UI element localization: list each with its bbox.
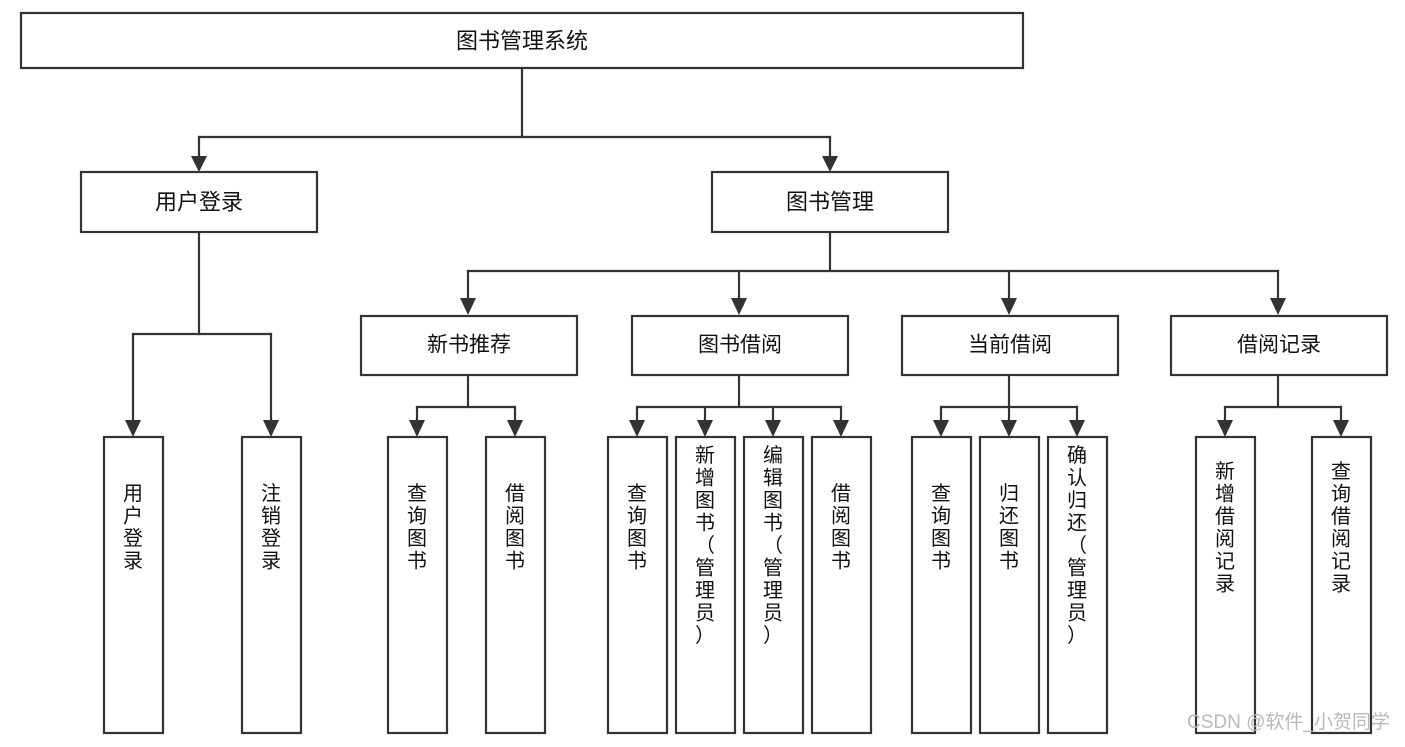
arrow-head-leaf-logout-login [263, 420, 279, 437]
node-borrow-record[interactable]: 借阅记录 [1169, 314, 1389, 377]
arrow-head-user-login [191, 156, 207, 172]
node-borrow-record-box[interactable] [1169, 314, 1389, 377]
arrow-head-leaf-user-login [125, 420, 141, 437]
arrow-head-leaf-query-book-1 [409, 420, 425, 437]
node-user-login-label: 用户登录 [155, 190, 243, 215]
arrow-head-leaf-edit-book [765, 420, 781, 437]
leaf-query-book-3-box[interactable] [910, 435, 973, 735]
node-new-book-recommend[interactable]: 新书推荐 [359, 314, 579, 377]
node-book-borrow[interactable]: 图书借阅 [630, 314, 850, 377]
arrow-head-leaf-add-record [1217, 420, 1233, 437]
leaf-borrow-book-2[interactable]: 借阅图书 [810, 435, 873, 735]
arrow-head-leaf-add-book [697, 420, 713, 437]
leaf-edit-book[interactable]: 编辑图书（管理员） [742, 435, 805, 735]
leaf-confirm-return-label: 确认归还（管理员） [1067, 444, 1087, 647]
leaf-add-record-box[interactable] [1194, 435, 1257, 735]
leaf-add-book-label: 新增图书（管理员） [695, 444, 715, 647]
leaf-logout-login-label: 注销登录 [261, 482, 281, 573]
leaf-borrow-book-1-box[interactable] [484, 435, 547, 735]
leaf-borrow-book-1-label: 借阅图书 [505, 482, 525, 573]
leaf-borrow-book-2-box[interactable] [810, 435, 873, 735]
leaf-query-book-2-label: 查询图书 [627, 482, 647, 573]
leaf-query-book-2-box[interactable] [606, 435, 669, 735]
node-current-borrow-label: 当前借阅 [968, 334, 1052, 357]
arrow-head-leaf-query-book-3 [933, 420, 949, 437]
arrow-head-new-book-recommend [460, 298, 476, 315]
leaf-query-book-3[interactable]: 查询图书 [910, 435, 973, 735]
leaf-query-book-1[interactable]: 查询图书 [386, 435, 449, 735]
connector-layer [125, 66, 1349, 437]
arrow-head-leaf-return-book [1001, 420, 1017, 437]
leaf-user-login-label: 用户登录 [123, 483, 143, 573]
arrow-head-leaf-query-book-2 [629, 420, 645, 437]
node-root-label: 图书管理系统 [456, 29, 588, 54]
node-book-manage-label: 图书管理 [786, 190, 874, 215]
node-borrow-record-label: 借阅记录 [1237, 334, 1321, 357]
node-root-box[interactable] [19, 11, 1025, 70]
leaf-query-book-2[interactable]: 查询图书 [606, 435, 669, 735]
leaf-query-record-label: 查询借阅记录 [1331, 460, 1351, 596]
arrow-head-leaf-borrow-book-2 [833, 420, 849, 437]
leaf-user-login-box[interactable] [102, 435, 165, 735]
arrow-head-book-borrow [731, 298, 747, 315]
leaf-edit-book-label: 编辑图书（管理员） [763, 444, 783, 647]
node-book-manage-box[interactable] [710, 170, 950, 234]
node-user-login-box[interactable] [79, 170, 319, 234]
leaf-query-book-3-label: 查询图书 [931, 482, 951, 573]
arrow-head-leaf-confirm-return [1069, 420, 1085, 437]
node-current-borrow-box[interactable] [900, 314, 1120, 377]
leaf-user-login[interactable]: 用户登录 [102, 435, 165, 735]
leaf-confirm-return[interactable]: 确认归还（管理员） [1046, 435, 1109, 735]
node-root[interactable]: 图书管理系统 [19, 11, 1025, 70]
arrow-head-borrow-record [1270, 298, 1286, 315]
node-book-manage[interactable]: 图书管理 [710, 170, 950, 234]
leaf-return-book-box[interactable] [978, 435, 1041, 735]
leaf-edit-book-box[interactable] [742, 435, 805, 735]
leaf-add-book-box[interactable] [674, 435, 737, 735]
leaf-confirm-return-box[interactable] [1046, 435, 1109, 735]
node-book-borrow-box[interactable] [630, 314, 850, 377]
leaf-query-record-box[interactable] [1310, 435, 1373, 735]
leaf-add-book[interactable]: 新增图书（管理员） [674, 435, 737, 735]
leaf-query-book-1-label: 查询图书 [407, 482, 427, 573]
node-user-login[interactable]: 用户登录 [79, 170, 319, 234]
leaf-return-book-label: 归还图书 [999, 482, 1019, 573]
arrow-head-current-borrow [1001, 298, 1017, 315]
node-current-borrow[interactable]: 当前借阅 [900, 314, 1120, 377]
arrow-head-leaf-query-record [1333, 420, 1349, 437]
arrow-head-book-manage [822, 156, 838, 172]
leaf-borrow-book-1[interactable]: 借阅图书 [484, 435, 547, 735]
leaf-borrow-book-2-label: 借阅图书 [831, 482, 851, 573]
leaf-add-record-label: 新增借阅记录 [1215, 460, 1235, 596]
node-book-borrow-label: 图书借阅 [698, 334, 782, 357]
node-new-book-recommend-label: 新书推荐 [427, 334, 511, 357]
node-new-book-recommend-box[interactable] [359, 314, 579, 377]
leaf-query-book-1-box[interactable] [386, 435, 449, 735]
leaf-logout-login-box[interactable] [240, 435, 303, 735]
csdn-watermark: CSDN @软件_小贺同学 [1187, 711, 1390, 733]
leaf-return-book[interactable]: 归还图书 [978, 435, 1041, 735]
arrow-head-leaf-borrow-book-1 [507, 420, 523, 437]
leaf-add-record[interactable]: 新增借阅记录 [1194, 435, 1257, 735]
leaf-logout-login[interactable]: 注销登录 [240, 435, 303, 735]
leaf-query-record[interactable]: 查询借阅记录 [1310, 435, 1373, 735]
